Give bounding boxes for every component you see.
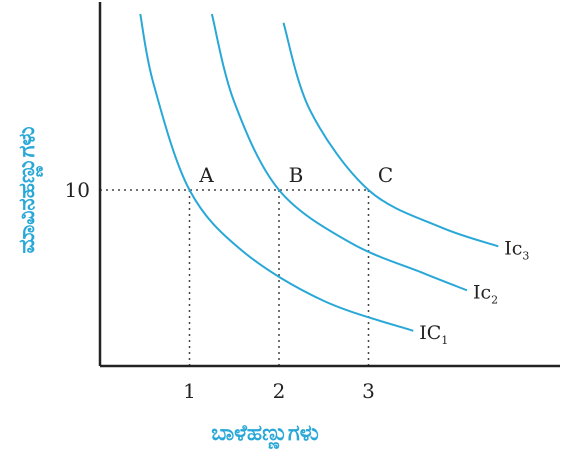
indifference-curve-2 [210,13,468,292]
point-label-a: A [198,163,214,187]
indifference-curve-1 [139,13,414,332]
curve-label-3: Ic3 [504,237,529,262]
curve-label-1: IC1 [419,322,448,347]
y-tick-label: 10 [65,178,90,202]
x-axis-title: ಬಾಳೆಹಣ್ಣುಗಳು [211,421,318,450]
indifference-curves [139,13,499,332]
x-tick-label: 2 [273,379,286,403]
point-label-b: B [289,163,304,187]
guide-lines [100,189,370,366]
marked-points: A B C [198,163,393,187]
tick-labels: 1 2 3 10 [65,178,375,403]
y-axis-title: ಮಾವಿನಹಣ್ಣುಗಳು [15,127,44,254]
curve-label-2: Ic2 [473,281,498,306]
x-tick-label: 1 [183,379,196,403]
x-tick-label: 3 [362,379,375,403]
point-label-c: C [378,163,393,187]
indifference-curve-3 [282,22,499,248]
